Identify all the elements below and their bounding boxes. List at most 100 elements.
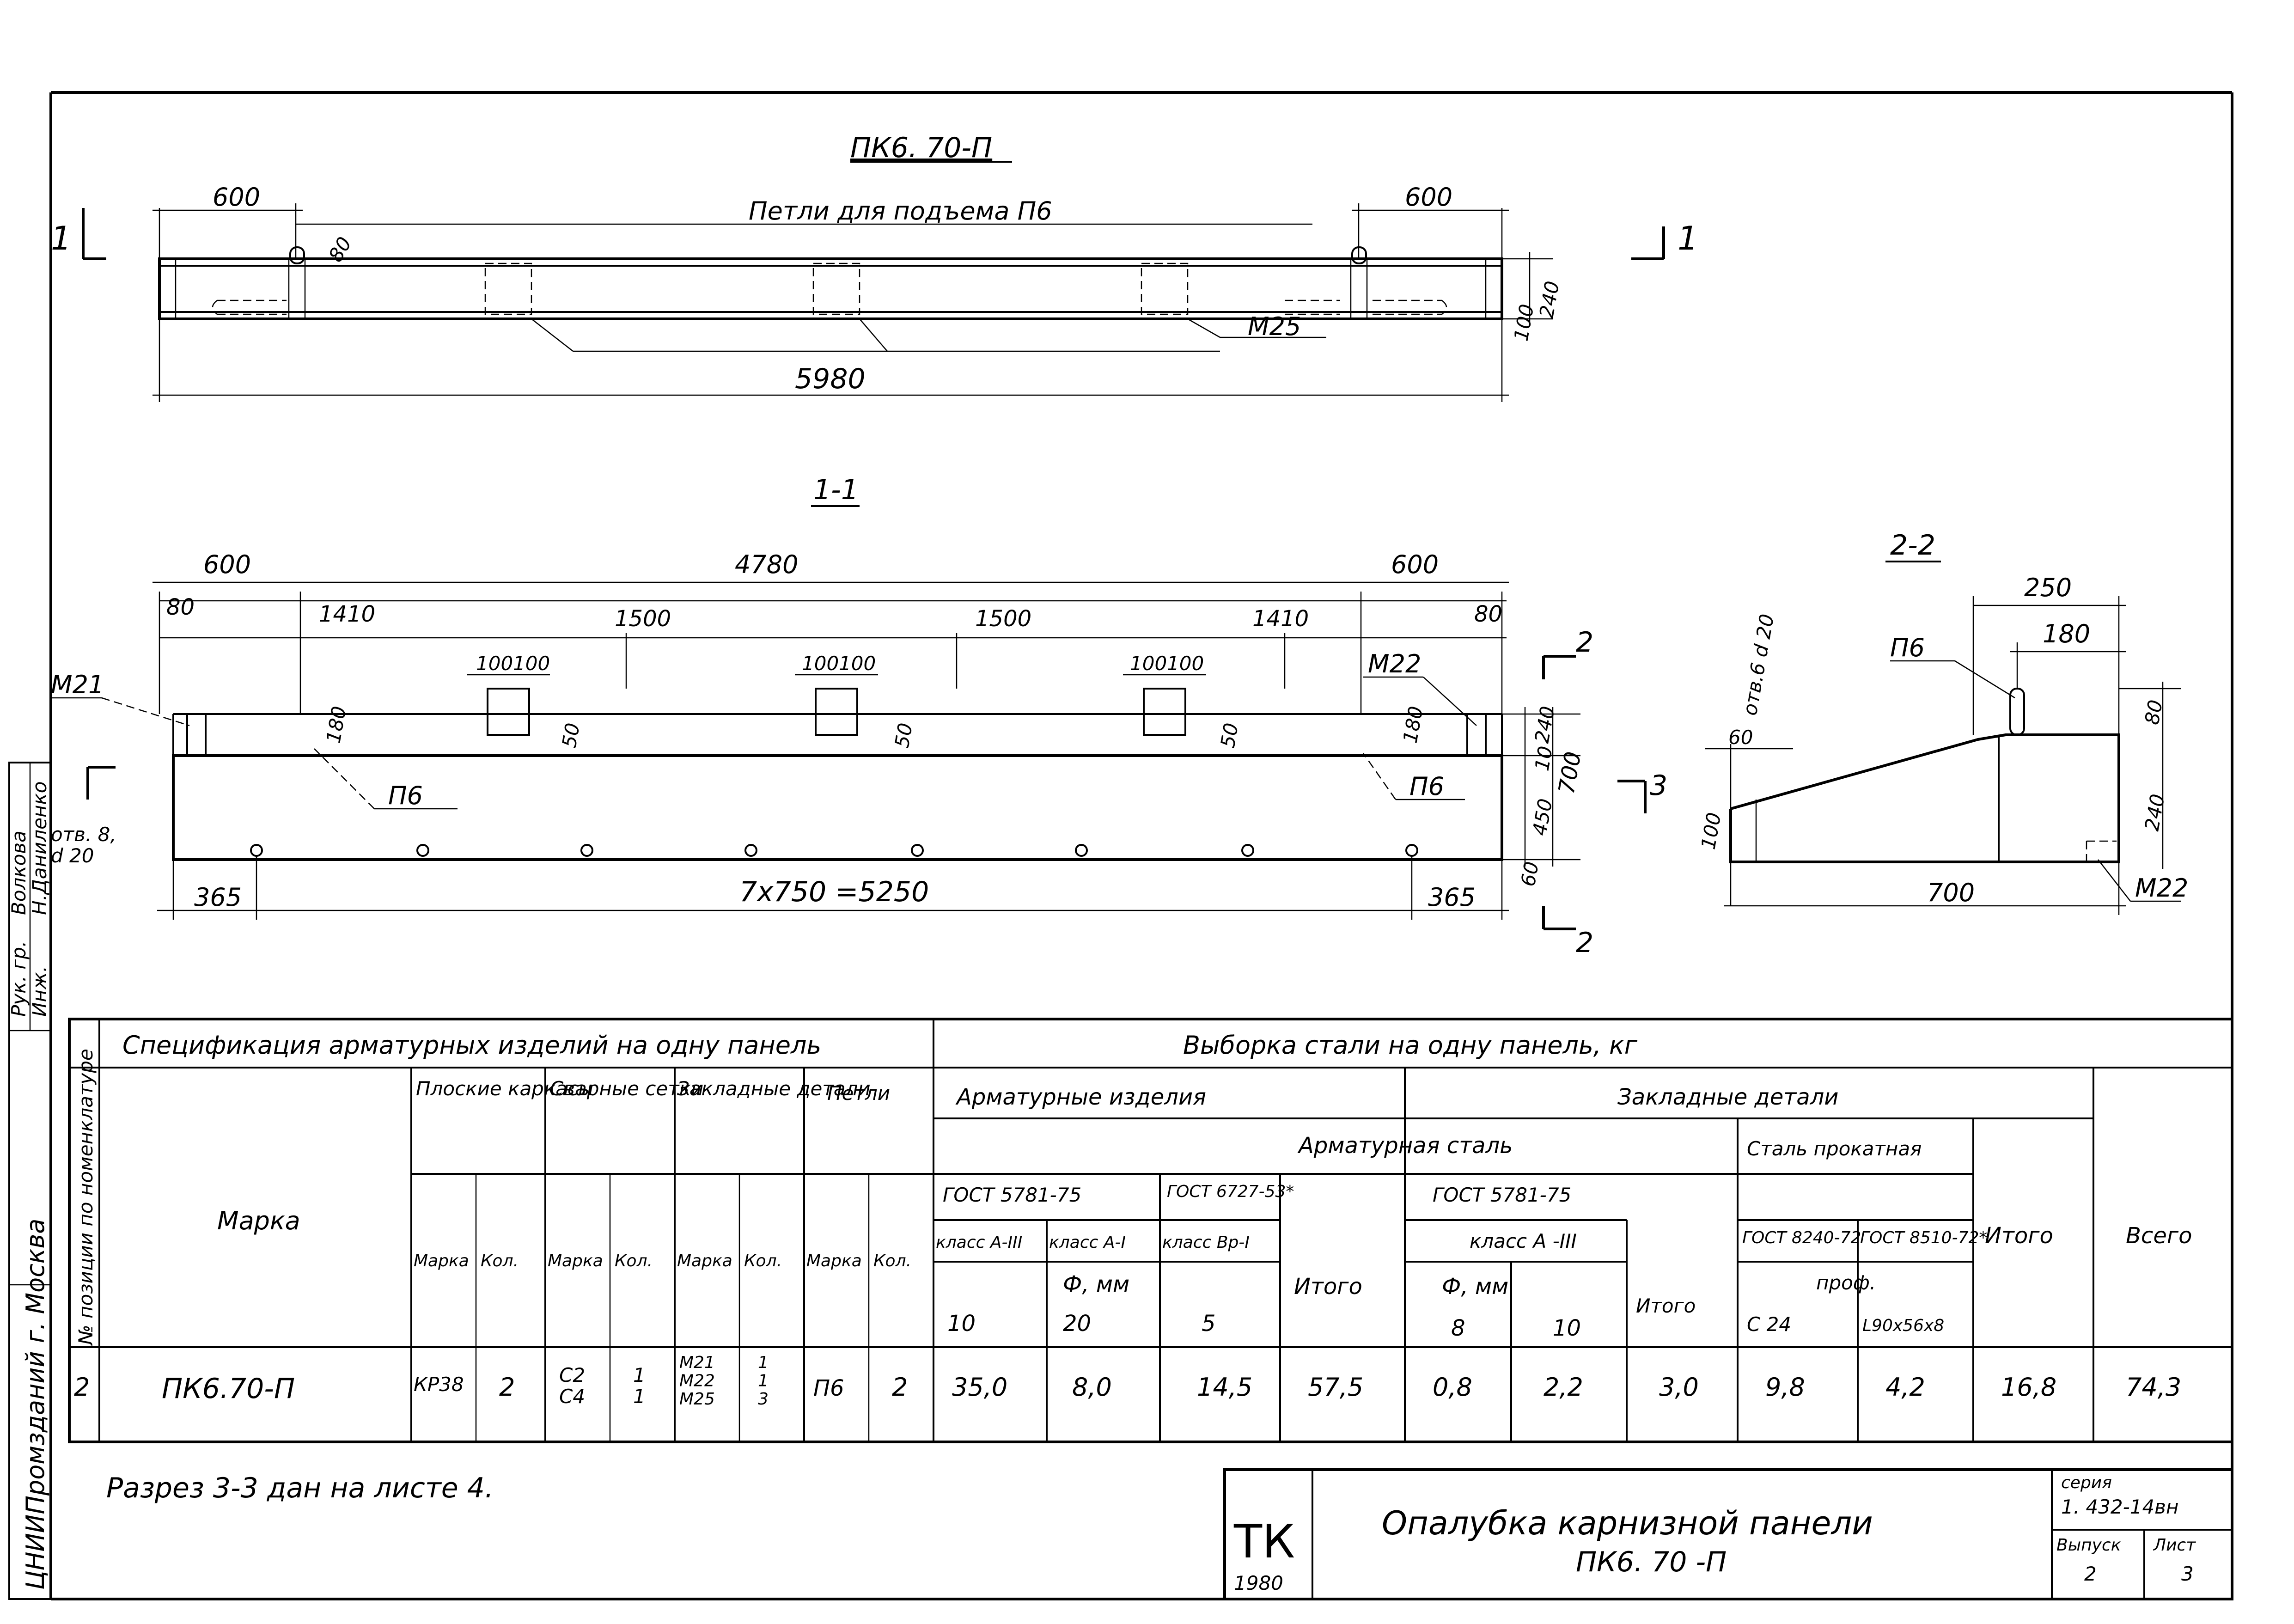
- spec-grp-embed: Закладные детали: [677, 1077, 871, 1100]
- s11-dim-100-c: 100: [802, 652, 839, 675]
- plan-dim-600-left: 600: [213, 183, 260, 212]
- plan-dim-240: 240: [1535, 279, 1564, 319]
- steel-c24: С 24: [1747, 1313, 1791, 1336]
- spec-sub-qty-3: Кол.: [744, 1252, 782, 1270]
- steel-grp-rebar-steel: Арматурная сталь: [1297, 1133, 1513, 1159]
- steel-v-2: 14,5: [1197, 1373, 1252, 1402]
- s11-dim-1500-a: 1500: [615, 606, 671, 632]
- s22-dim-250: 250: [2024, 573, 2072, 602]
- steel-v-0: 35,0: [952, 1373, 1007, 1402]
- steel-vsego: Всего: [2126, 1223, 2192, 1249]
- stamp-year: 1980: [1234, 1572, 1283, 1594]
- s11-dim-50-c: 50: [1216, 721, 1243, 750]
- spec-grp-loops: Петли: [827, 1082, 890, 1105]
- signer-role-2: Инж.: [28, 966, 51, 1017]
- s11-dim-180-l: 180: [322, 704, 351, 745]
- plan-view: ПК6. 70-П Петли для подъема П6 М25: [51, 132, 1698, 402]
- spec-table: Спецификация арматурных изделий на одну …: [68, 1018, 2233, 1443]
- steel-gost-8510: ГОСТ 8510-72*: [1860, 1228, 1987, 1247]
- plan-dim-total: 5980: [795, 363, 866, 395]
- stamp-title-2: ПК6. 70 -П: [1576, 1546, 1727, 1578]
- signer-role-1: Рук. гр.: [7, 941, 30, 1017]
- spec-sub-mark-3: Марка: [677, 1252, 732, 1270]
- s11-cut2-top: 2: [1576, 626, 1593, 659]
- stamp-issue-label: Выпуск: [2056, 1536, 2121, 1555]
- s11-dim-4780: 4780: [735, 550, 798, 579]
- steel-class-a3-b: класс А -III: [1470, 1230, 1577, 1252]
- s11-dim-100-d: 100: [839, 652, 876, 675]
- spec-row-loop-mark: П6: [813, 1375, 844, 1401]
- plan-dim-100: 100: [1510, 302, 1538, 342]
- stamp-series-label: серия: [2061, 1473, 2112, 1492]
- s11-dim-365-l: 365: [194, 883, 242, 912]
- s11-dim-100-b: 100: [513, 652, 550, 675]
- steel-rolled: Сталь прокатная: [1747, 1137, 1922, 1160]
- steel-v-8: 4,2: [1885, 1373, 1925, 1402]
- steel-title: Выборка стали на одну панель, кг: [1183, 1031, 1638, 1060]
- plan-cut-left: 1: [51, 220, 72, 257]
- s11-dim-1410-r: 1410: [1252, 606, 1309, 632]
- steel-v-5: 2,2: [1544, 1373, 1583, 1402]
- plan-m25: М25: [1248, 312, 1301, 341]
- spec-row-no: 2: [74, 1373, 90, 1402]
- s11-dim-100-f: 100: [1167, 652, 1204, 675]
- spec-title: Спецификация арматурных изделий на одну …: [122, 1031, 821, 1060]
- steel-gost-5781-b: ГОСТ 5781-75: [1433, 1184, 1571, 1206]
- spec-sub-qty-4: Кол.: [873, 1252, 911, 1270]
- plan-loops-label: Петли для подъема П6: [749, 196, 1052, 226]
- s11-p6-right: П6: [1409, 772, 1444, 801]
- steel-l90: L90х56х8: [1862, 1316, 1944, 1335]
- spec-sub-mark-4: Марка: [806, 1252, 862, 1270]
- steel-dia-b: Ф, мм: [1442, 1274, 1508, 1300]
- steel-grp-embedded: Закладные детали: [1617, 1084, 1839, 1110]
- steel-prof: проф.: [1816, 1271, 1876, 1294]
- spec-col-no: № позиции по номенклатуре: [74, 1049, 97, 1346]
- s11-m21: М21: [51, 670, 104, 699]
- s11-cut2-bottom: 2: [1576, 927, 1593, 959]
- org-name: ЦНИИПромзданий г. Москва: [21, 1219, 50, 1590]
- s11-dim-100-e: 100: [1130, 652, 1167, 675]
- s11-cut3: 3: [1650, 769, 1667, 802]
- steel-class-a3: класс А-III: [936, 1233, 1022, 1252]
- steel-grp-rebar-items: Арматурные изделия: [955, 1084, 1206, 1110]
- s11-p6-left: П6: [388, 781, 423, 810]
- plan-title: ПК6. 70-П: [850, 132, 992, 164]
- s11-dim-60: 60: [1517, 860, 1544, 888]
- steel-v-3: 57,5: [1308, 1373, 1363, 1402]
- steel-v-1: 8,0: [1072, 1373, 1112, 1402]
- s11-dim-100-a: 100: [476, 652, 513, 675]
- section11-title: 1-1: [813, 474, 859, 506]
- steel-d20: 20: [1063, 1311, 1091, 1337]
- spec-row-loop-qty: 2: [892, 1373, 908, 1402]
- spec-sub-qty-2: Кол.: [615, 1252, 653, 1270]
- s11-dim-600-r: 600: [1391, 550, 1439, 579]
- s22-p6: П6: [1890, 633, 1925, 662]
- s11-dim-50-a: 50: [558, 721, 585, 750]
- s22-dim-60: 60: [1728, 726, 1753, 749]
- section-1-1: 1-1 600: [51, 474, 1667, 959]
- left-stamp-strip: ЦНИИПромзданий г. Москва Рук. гр. Инж. В…: [7, 762, 52, 1600]
- steel-v-10: 74,3: [2126, 1373, 2181, 1402]
- steel-v-7: 9,8: [1765, 1373, 1805, 1402]
- steel-d8: 8: [1451, 1315, 1465, 1341]
- steel-v-4: 0,8: [1433, 1373, 1472, 1402]
- plan-dim-600-right: 600: [1405, 183, 1452, 212]
- steel-d10: 10: [947, 1311, 976, 1337]
- s11-dim-240: 240: [1531, 704, 1559, 745]
- s11-dim-80-l: 80: [166, 594, 195, 620]
- s11-dim-700: 700: [1554, 750, 1586, 796]
- s22-dim-100: 100: [1697, 811, 1726, 851]
- s11-dim-1410-l: 1410: [319, 601, 375, 627]
- s11-dim-50-b: 50: [891, 721, 917, 750]
- stamp-issue: 2: [2084, 1563, 2097, 1585]
- signer-name-1: Волкова: [7, 830, 30, 915]
- spec-row-flat-mark: КР38: [414, 1373, 464, 1396]
- title-block: ТК 1980 Опалубка карнизной панели ПК6. 7…: [1223, 1468, 2233, 1600]
- s11-dim-1500-b: 1500: [975, 606, 1031, 632]
- steel-d10b: 10: [1553, 1315, 1581, 1341]
- s11-dim-80-r: 80: [1474, 601, 1502, 627]
- s22-m22: М22: [2135, 873, 2188, 903]
